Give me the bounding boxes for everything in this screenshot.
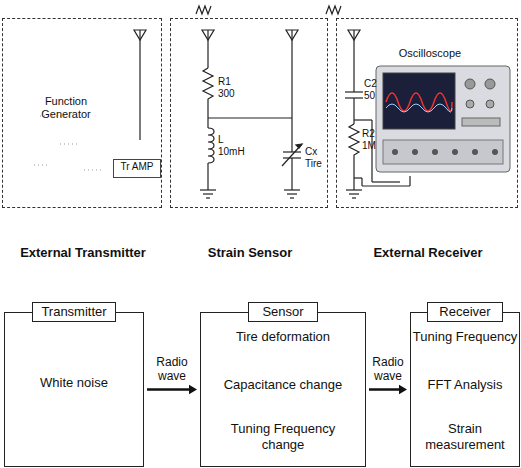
edge-label: Radio wave bbox=[368, 356, 408, 384]
receiver-panel: OscilloscopeExternal Receiver bbox=[336, 18, 518, 208]
component-label: 10mH bbox=[218, 146, 245, 157]
panel-caption: Strain Sensor bbox=[171, 245, 329, 261]
flow-arrow bbox=[147, 385, 197, 395]
block-heading: Receiver bbox=[427, 302, 503, 322]
amplifier-box: Tr AMP bbox=[113, 159, 161, 178]
node-text: Oscilloscope bbox=[385, 47, 475, 60]
sensor-panel: Strain Sensor bbox=[170, 18, 328, 208]
panel-caption: External Transmitter bbox=[3, 245, 163, 261]
component-label: R2 bbox=[362, 128, 375, 139]
step-text: Tire deformation bbox=[201, 329, 365, 347]
node-text: Function Generator bbox=[21, 95, 111, 121]
panel-detail bbox=[34, 116, 104, 170]
transmitter-block: TransmitterWhite noise bbox=[4, 312, 144, 467]
panel-caption: External Receiver bbox=[337, 245, 519, 261]
component-label: 300 bbox=[218, 88, 235, 99]
node-text: Tuning Frequency change bbox=[215, 421, 351, 452]
block-heading: Sensor bbox=[248, 302, 318, 322]
radio-wave-symbol bbox=[326, 6, 341, 14]
oscilloscope-picture bbox=[376, 66, 510, 172]
node-text: Capacitance change bbox=[201, 377, 365, 393]
node-text: Strain measurement bbox=[411, 421, 519, 452]
radio-wave-symbol bbox=[196, 6, 211, 14]
component-label: 50 bbox=[364, 90, 375, 101]
node-text: Tuning Frequency bbox=[411, 329, 519, 345]
antenna-symbol bbox=[134, 30, 146, 140]
sensor-block: SensorTire deformationCapacitance change… bbox=[200, 312, 366, 467]
component-label: C2 bbox=[364, 78, 377, 89]
component-label: Tire bbox=[305, 158, 322, 169]
node-text: FFT Analysis bbox=[411, 377, 519, 393]
component-label: 1M bbox=[362, 140, 376, 151]
step-text: Strain measurement bbox=[411, 421, 519, 455]
transmitter-panel: Function GeneratorExternal TransmitterTr… bbox=[2, 18, 162, 208]
node-text: Tire deformation bbox=[201, 329, 365, 345]
node-text: White noise bbox=[5, 375, 143, 391]
step-text: FFT Analysis bbox=[411, 377, 519, 395]
step-text: Tuning Frequency change bbox=[215, 421, 351, 455]
step-text: Tuning Frequency bbox=[411, 329, 519, 347]
component-label: R1 bbox=[218, 76, 231, 87]
component-label: Cx bbox=[305, 146, 317, 157]
edge-label: Radio wave bbox=[146, 356, 198, 384]
step-text: Capacitance change bbox=[201, 377, 365, 395]
block-heading: Transmitter bbox=[32, 302, 116, 322]
flow-arrow bbox=[369, 385, 407, 395]
node-text: Tr AMP bbox=[114, 161, 160, 173]
component-label: L bbox=[218, 134, 224, 145]
sensor-circuit bbox=[200, 30, 302, 198]
receiver-block: ReceiverTuning FrequencyFFT AnalysisStra… bbox=[410, 312, 520, 467]
